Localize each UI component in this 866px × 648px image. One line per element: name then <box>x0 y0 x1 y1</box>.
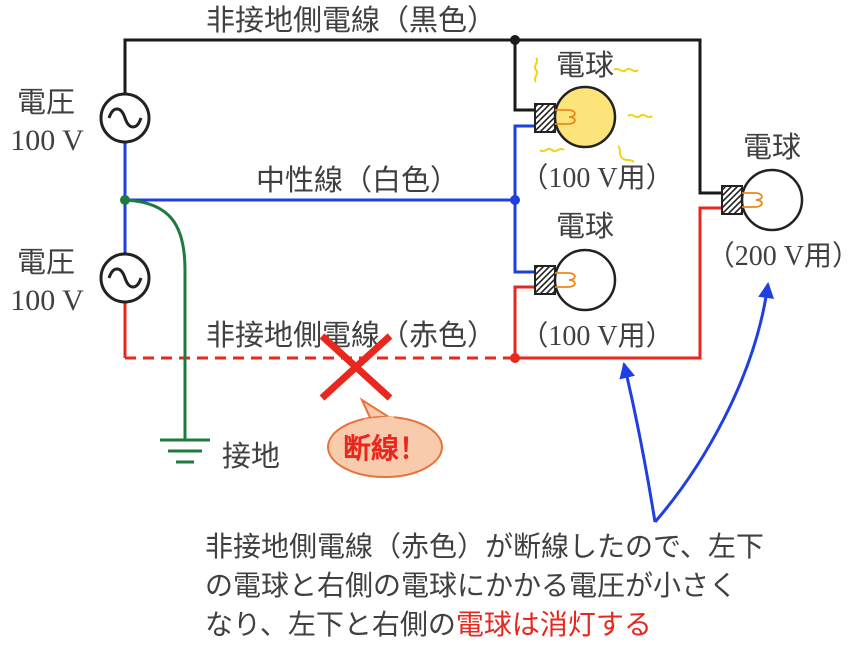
lit-bulb-icon <box>553 85 617 149</box>
note-line-3-highlight: 電球は消灯する <box>456 608 652 641</box>
arrow-to-right-bulb <box>653 282 775 523</box>
filament-icon <box>555 109 576 125</box>
bulb-right-rating: （200 V用） <box>707 240 860 272</box>
break-x-icon <box>319 333 393 401</box>
red-wire-label: 非接地側電線（赤色） <box>206 318 496 352</box>
neutral-wire <box>123 124 535 274</box>
bulb-socket <box>534 265 556 295</box>
bulb-lower-left-rating: （100 V用） <box>520 320 673 352</box>
sine-wave-icon <box>107 267 143 289</box>
break-callout: 断線！ <box>327 397 443 478</box>
filament-icon <box>555 272 576 288</box>
source-upper-voltage: 100 V <box>10 124 84 157</box>
voltage-source-lower: 電圧 100 V <box>10 245 151 317</box>
ground-wire-line <box>124 198 187 440</box>
black-wire <box>123 35 722 195</box>
sine-wave-icon <box>107 107 143 129</box>
bulb-right: 電球 （200 V用） <box>707 130 860 272</box>
ground-symbol <box>160 438 210 464</box>
bulb-right-label: 電球 <box>743 130 801 164</box>
bulb-lower-left-label: 電球 <box>556 209 614 243</box>
pointer-arrows <box>619 282 775 523</box>
source-upper-label: 電圧 <box>17 85 75 119</box>
light-rays-icon <box>533 57 653 163</box>
explanation-note: 非接地側電線（赤色）が断線したので、左下 の電球と右側の電球にかかる電圧が小さく… <box>205 530 764 641</box>
source-lower-label: 電圧 <box>17 245 75 279</box>
arrow-to-lower-left-bulb <box>619 362 657 523</box>
bulb-icon <box>553 248 617 312</box>
bulb-socket <box>534 103 556 133</box>
note-line-3-normal: なり、左下と右側の <box>205 608 456 641</box>
black-junction-dot <box>510 35 520 45</box>
red-wire <box>123 206 722 363</box>
ground-label: 接地 <box>222 439 280 473</box>
bulb-upper-left-label: 電球 <box>556 48 614 82</box>
black-wire-label: 非接地側電線（黒色） <box>206 3 496 37</box>
note-line-3: なり、左下と右側の電球は消灯する <box>205 608 652 641</box>
bulb-upper-left-rating: （100 V用） <box>520 162 673 194</box>
callout-text: 断線！ <box>343 432 427 465</box>
note-line-2: の電球と右側の電球にかかる電圧が小さく <box>205 569 737 602</box>
note-line-1: 非接地側電線（赤色）が断線したので、左下 <box>205 530 764 563</box>
bulb-icon <box>740 168 804 232</box>
red-junction-dot <box>510 353 520 363</box>
black-wire-branch <box>513 40 535 112</box>
source-lower-voltage: 100 V <box>10 284 84 317</box>
neutral-junction-dot <box>510 195 520 205</box>
neutral-wire-label: 中性線（白色） <box>256 163 459 197</box>
voltage-source-upper: 電圧 100 V <box>10 85 151 157</box>
ground-wire: 接地 <box>120 195 280 473</box>
filament-icon <box>742 192 763 208</box>
ground-junction-dot <box>120 195 130 205</box>
bulb-upper-left: 電球 （100 V用） <box>520 48 673 194</box>
bulb-lower-left: 電球 （100 V用） <box>520 209 673 352</box>
black-wire-main <box>123 38 722 195</box>
callout-join <box>363 416 395 423</box>
red-wire-load-segment <box>513 206 722 360</box>
bulb-socket <box>721 185 743 215</box>
